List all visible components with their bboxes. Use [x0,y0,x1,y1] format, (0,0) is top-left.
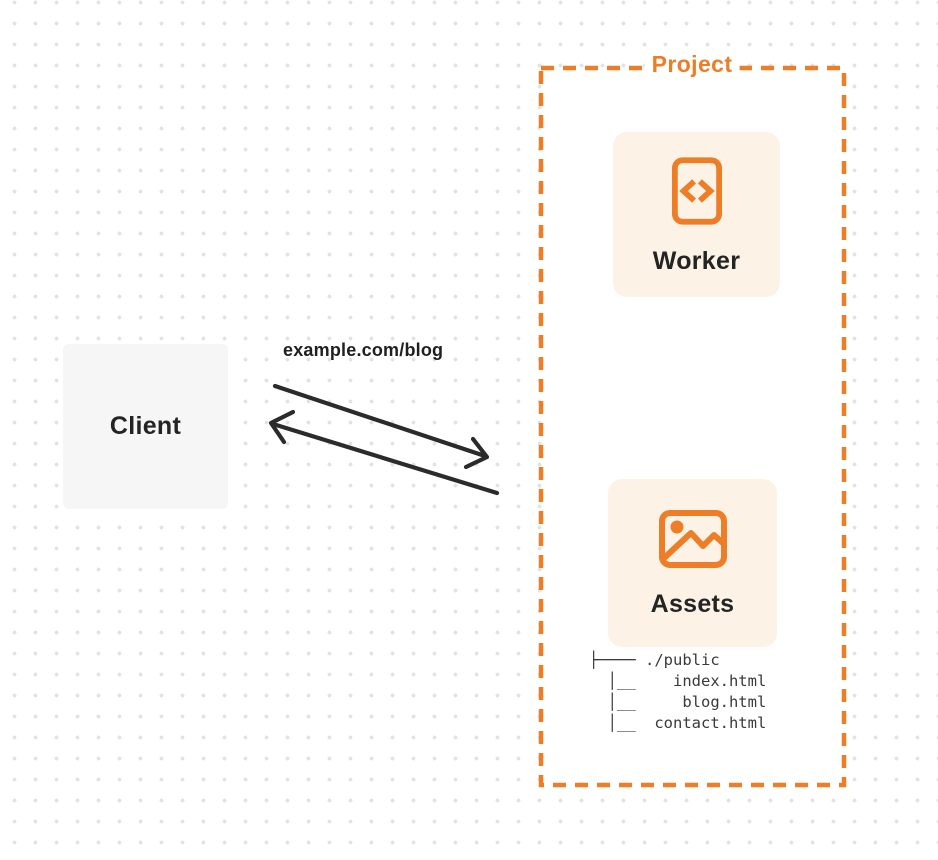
tree-line-blog: │__ blog.html [589,693,767,711]
assets-node: Assets [608,479,777,647]
worker-node: Worker [613,132,780,297]
response-arrow [268,409,500,496]
assets-file-tree: ├──── ./public │__ index.html │__ blog.h… [589,650,766,734]
client-label: Client [109,412,182,440]
client-node: Client [63,344,228,509]
response-arrow-line [270,421,500,496]
request-arrow-line [272,383,488,459]
request-url-label: example.com/blog [283,340,444,360]
image-icon [658,509,727,568]
assets-label: Assets [650,589,735,618]
request-arrowhead [463,436,490,470]
project-title: Project [644,51,740,78]
request-arrow [272,383,490,470]
tree-line-index: │__ index.html [589,672,767,690]
code-file-icon [671,156,722,225]
tree-line-public: ├──── ./public [589,651,720,669]
response-arrowhead [268,409,296,445]
worker-label: Worker [652,246,741,275]
tree-line-contact: │__ contact.html [589,714,767,732]
